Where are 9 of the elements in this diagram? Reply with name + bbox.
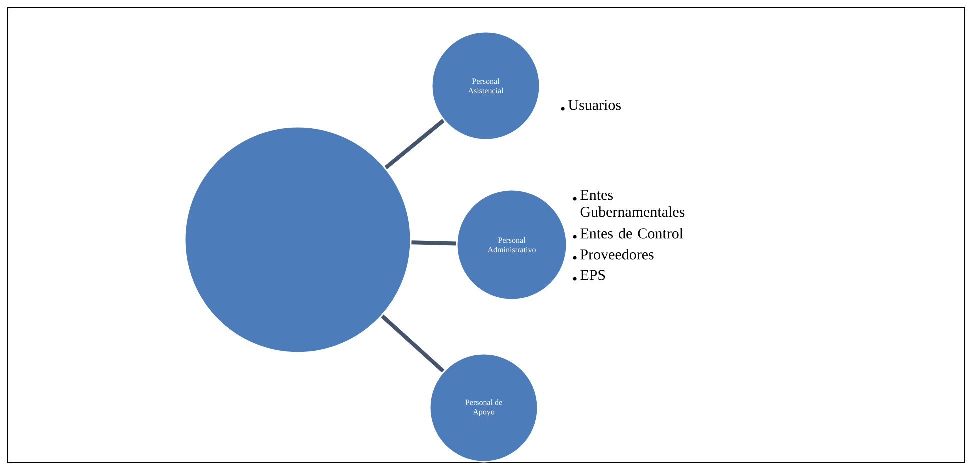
- bullet-item: Usuarios: [568, 100, 621, 110]
- circle: [184, 126, 412, 354]
- bullet-item: Entes Gubernamentales: [580, 190, 685, 218]
- connector-line: [381, 314, 445, 373]
- connector-line: [384, 119, 445, 170]
- connector-line: [412, 240, 456, 246]
- bullet-item: EPS: [580, 270, 606, 280]
- bullet-item: Proveedores: [580, 249, 654, 260]
- bullet-item: Entes de Control: [580, 228, 684, 239]
